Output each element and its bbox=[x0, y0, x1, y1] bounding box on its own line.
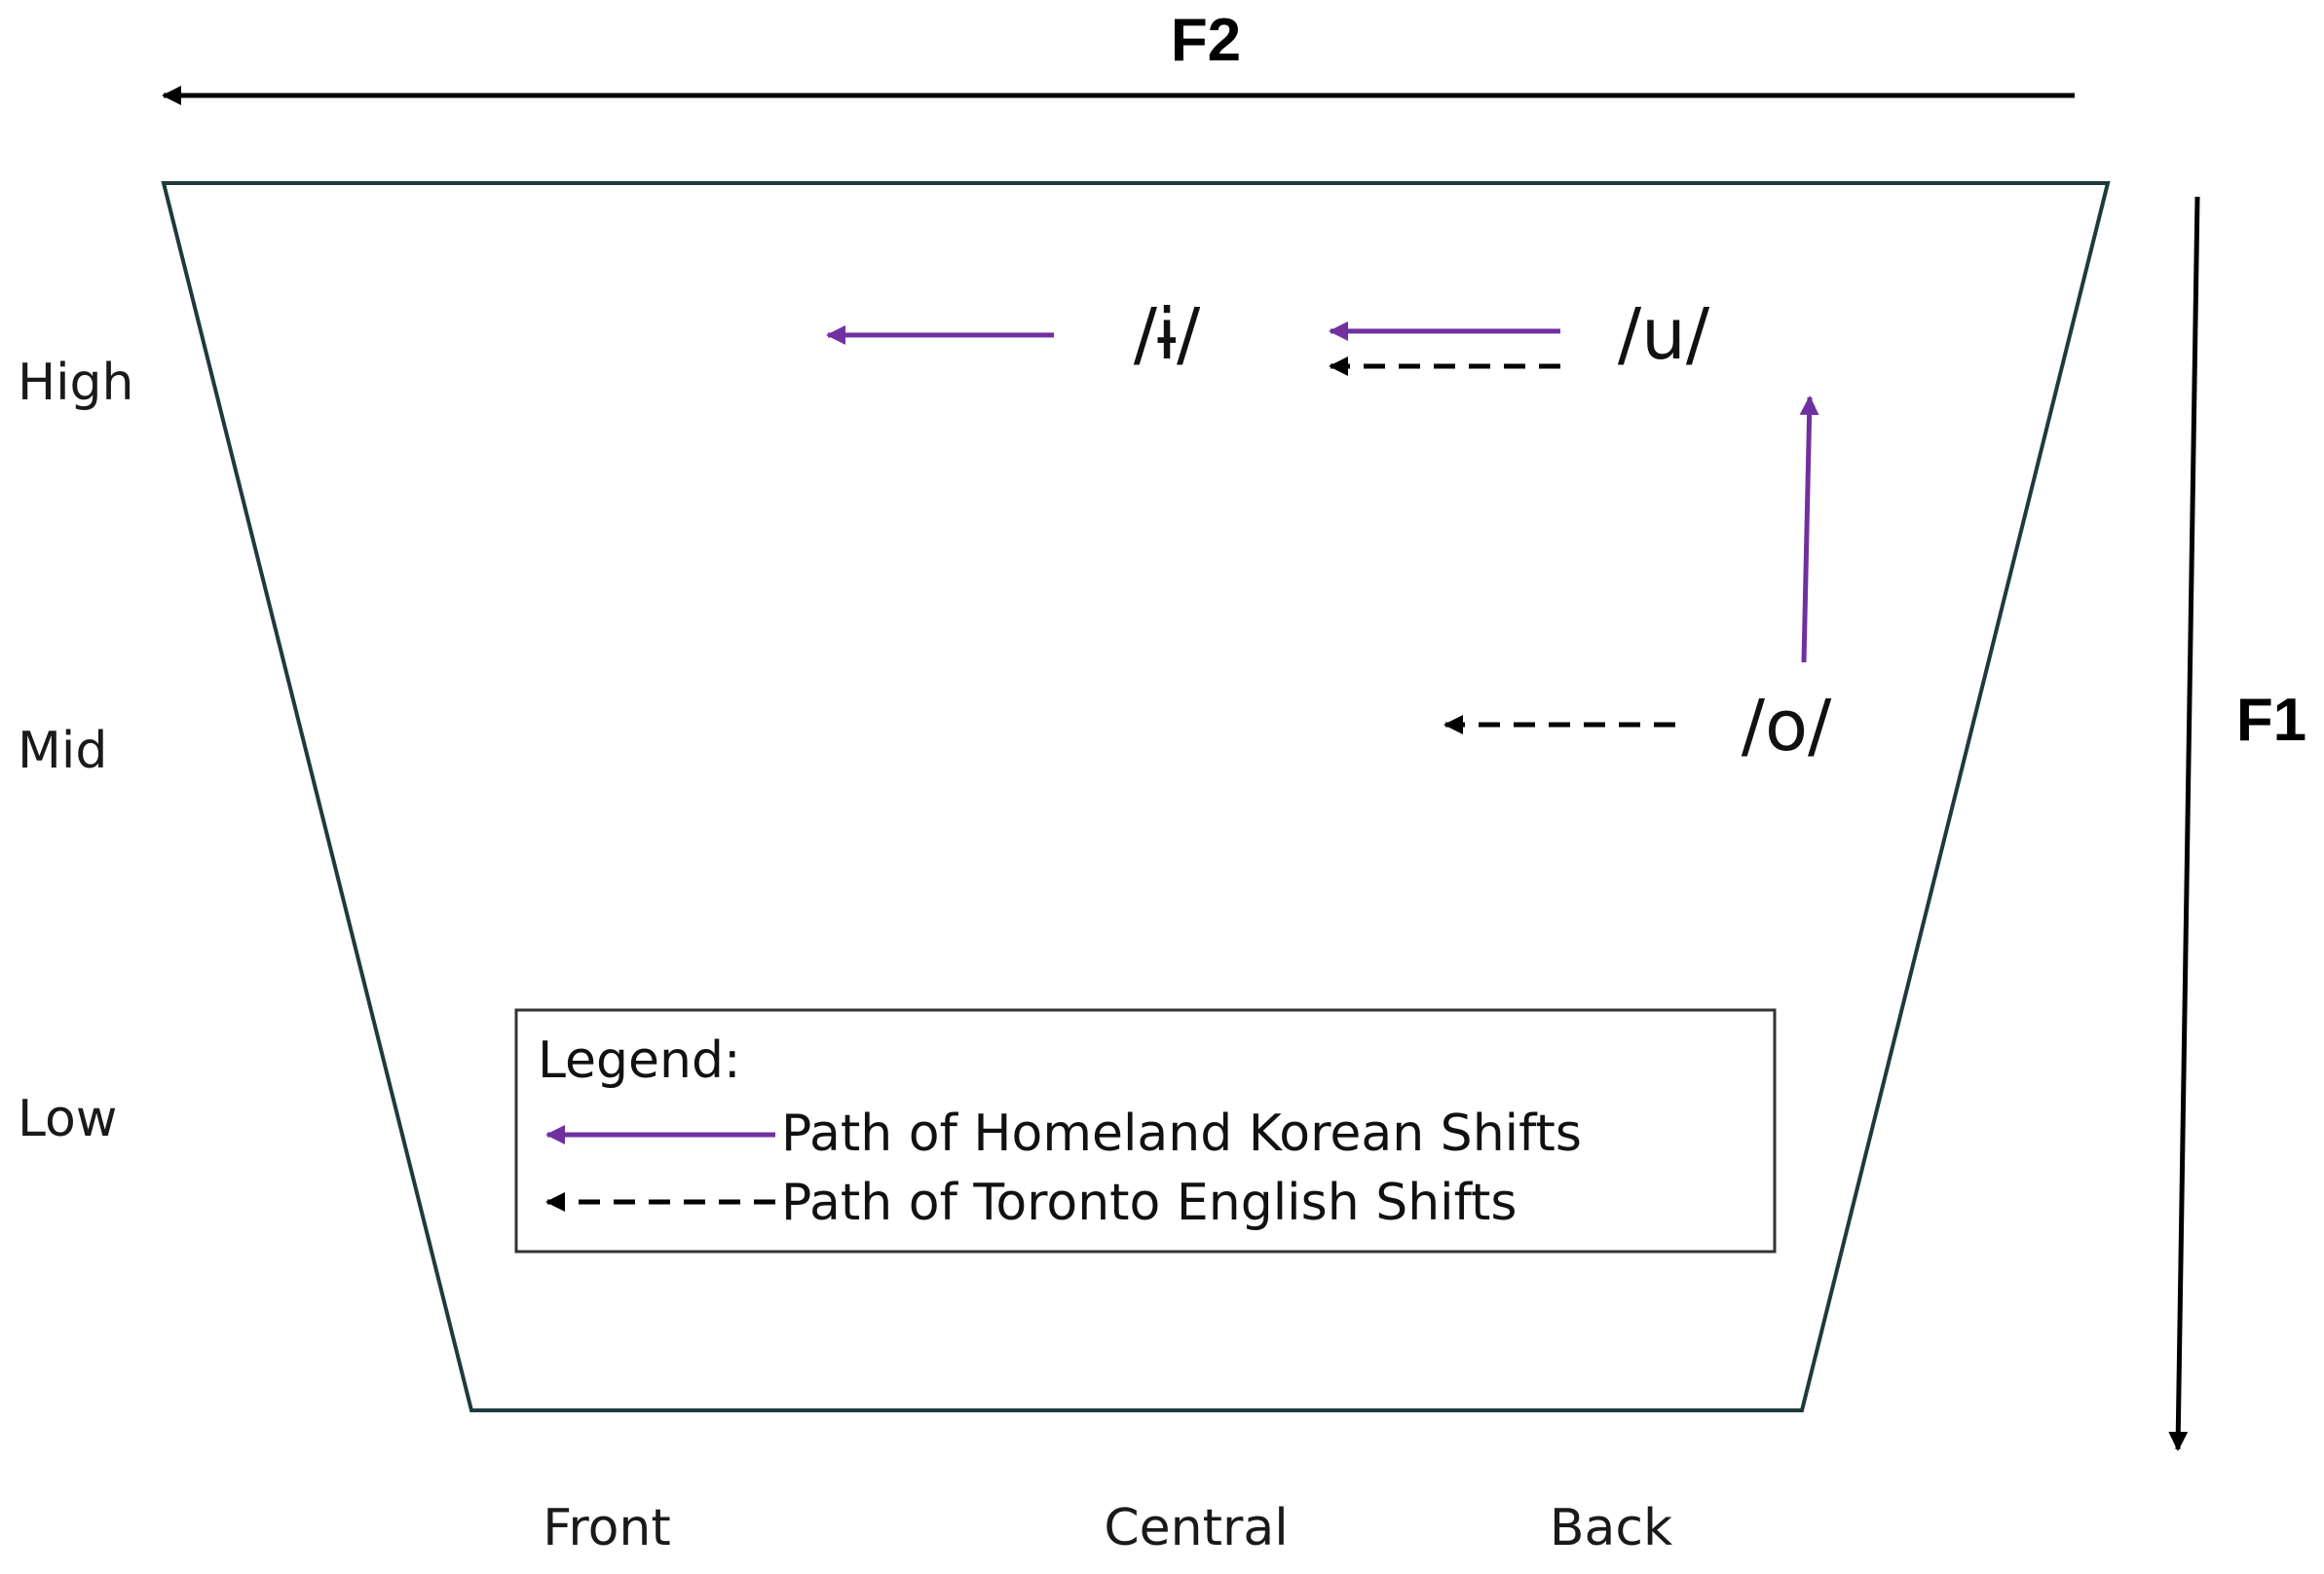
vowel-i-bar: /ɨ/ bbox=[1134, 293, 1201, 375]
backness-label-front: Front bbox=[543, 1499, 671, 1557]
homeland-arrow-o-to-high bbox=[1799, 395, 1819, 663]
vowel-u: /u/ bbox=[1618, 293, 1710, 375]
legend-title: Legend: bbox=[538, 1031, 741, 1090]
f1-axis-arrow bbox=[2168, 196, 2200, 1451]
height-label-low: Low bbox=[18, 1090, 117, 1148]
f1-axis-title: F1 bbox=[2236, 687, 2306, 754]
legend: Legend: Path of Homeland Korean Shifts P… bbox=[514, 1008, 1777, 1254]
vowel-space-trapezoid bbox=[161, 181, 2111, 1412]
height-label-high: High bbox=[18, 354, 134, 412]
backness-label-central: Central bbox=[1104, 1499, 1288, 1557]
height-label-mid: Mid bbox=[18, 722, 107, 780]
vowel-o: /o/ bbox=[1742, 685, 1832, 767]
backness-label-back: Back bbox=[1550, 1499, 1672, 1557]
legend-toronto-label: Path of Toronto English Shifts bbox=[781, 1174, 1517, 1232]
f2-axis-title: F2 bbox=[1171, 7, 1241, 74]
legend-homeland-label: Path of Homeland Korean Shifts bbox=[781, 1105, 1582, 1163]
legend-box bbox=[514, 1008, 1777, 1254]
